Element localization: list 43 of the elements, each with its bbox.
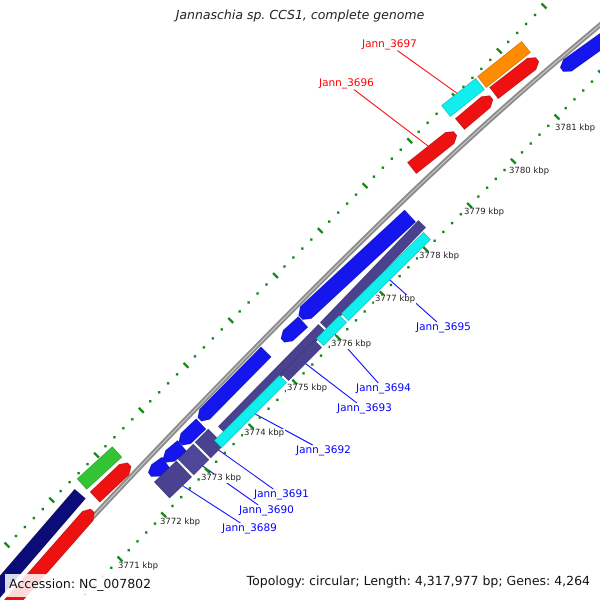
gene-bar (154, 460, 192, 498)
scale-label: 3776 kbp (330, 340, 372, 350)
gene-block (90, 462, 132, 503)
scale-label: 3778 kbp (418, 252, 460, 262)
gene-bar (214, 375, 287, 448)
gene-block (178, 418, 206, 446)
scale-label: 3771 kbp (117, 562, 160, 572)
gene-label: Jann_3692 (296, 444, 351, 456)
leader-line (182, 485, 241, 524)
gene-label: Jann_3693 (337, 402, 392, 414)
gene-bar (194, 428, 224, 458)
gene-label: Jann_3690 (239, 504, 294, 516)
gene-block (162, 440, 187, 463)
gene-bar (477, 41, 531, 88)
gene-block (407, 131, 458, 174)
gene-block (198, 346, 272, 422)
leader-line (353, 89, 429, 147)
gene-bar (441, 78, 485, 117)
gene-label: Jann_3694 (356, 382, 411, 394)
gene-block (489, 57, 540, 99)
scale-label: 3777 kbp (374, 295, 416, 304)
scale-label: 3774 kbp (243, 429, 286, 438)
scale-label: 3772 kbp (159, 518, 202, 528)
scale-label: 3775 kbp (286, 384, 328, 394)
map-title: Jannaschia sp. CCS1, complete genome (172, 8, 426, 22)
scale-label: 3781 kbp (554, 124, 596, 134)
gene-bar (76, 446, 122, 490)
genome-stats: Topology: circular; Length: 4,317,977 bp; Genes: 4,264 (246, 574, 590, 588)
gene-block (455, 95, 494, 130)
gene-label: Jann_3697 (362, 38, 417, 50)
scale-label: 3780 kbp (508, 167, 550, 176)
scale-label: 3773 kbp (200, 474, 242, 484)
gene-block (280, 316, 308, 342)
gene-block (148, 456, 170, 477)
gene-label: Jann_3691 (254, 488, 309, 500)
leader-line (396, 50, 458, 94)
gene-label: Jann_3696 (319, 77, 374, 89)
gene-bar (281, 340, 322, 381)
gene-block (298, 210, 416, 320)
scale-label: 3779 kbp (463, 208, 506, 218)
gene-bar (178, 444, 210, 476)
gene-label: Jann_3695 (416, 321, 471, 333)
gene-label: Jann_3689 (222, 522, 277, 534)
